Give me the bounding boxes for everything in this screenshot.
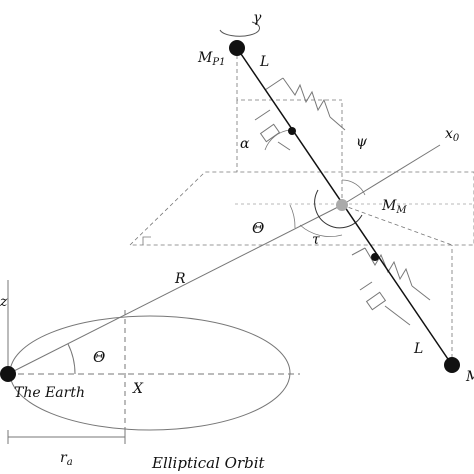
local-horizontal-plane (129, 171, 474, 246)
orbit-label: Elliptical Orbit (151, 454, 266, 472)
lower-mass (444, 357, 460, 373)
earth (0, 366, 16, 382)
upper-spring-node (288, 127, 296, 135)
upper-mass (229, 40, 245, 56)
lower-spring-damper (351, 247, 431, 326)
psi-arc (341, 179, 366, 196)
psi-label: ψ (356, 134, 368, 150)
alpha-label: α (240, 136, 250, 152)
l-upper-label: L (259, 54, 269, 70)
tau-label: τ (312, 232, 320, 248)
x-axis-label: X (132, 381, 144, 397)
m-p2-partial-label: M (465, 369, 474, 385)
z-axis-label: z (0, 294, 8, 310)
l-lower-label: L (413, 341, 423, 357)
lower-theta-arc (67, 343, 76, 375)
earth-label: The Earth (14, 385, 85, 401)
upper-projection-box (236, 48, 342, 101)
tau-arc (299, 224, 343, 237)
gamma-rotation-arrow (219, 21, 261, 37)
lower-spring-node (371, 253, 379, 261)
m-p1-label: MP1 (197, 50, 225, 68)
theta-lower-label: Θ (93, 348, 105, 366)
upper-theta-arc (289, 204, 296, 229)
lower-projection-diag (341, 204, 453, 246)
theta-upper-label: Θ (252, 219, 264, 237)
right-angle-marker (142, 236, 151, 245)
x0-label: x0 (445, 126, 460, 144)
radius-line (7, 204, 343, 375)
center-of-mass (336, 199, 348, 211)
ra-label: ra (60, 450, 73, 468)
upper-spring-damper (254, 77, 346, 151)
m-m-label: MM (381, 198, 407, 216)
gamma-label: γ (253, 10, 262, 26)
r-label: R (174, 271, 186, 287)
elliptical-orbit (9, 315, 291, 431)
x0-axis-line (341, 144, 441, 206)
